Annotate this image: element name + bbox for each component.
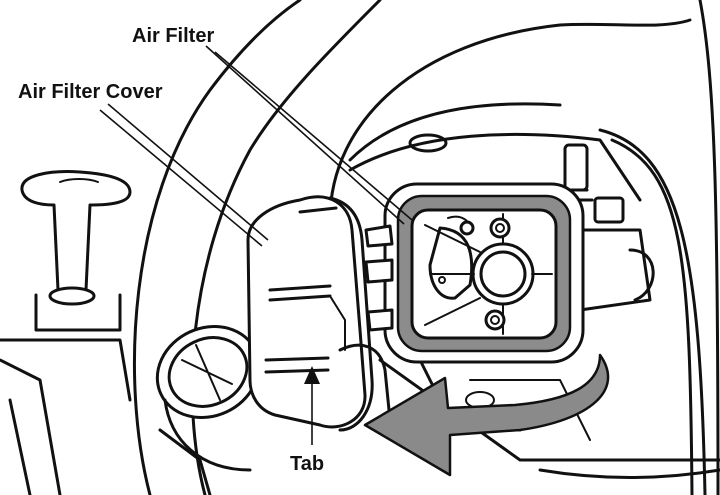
air-filter-assembly [364,182,585,364]
air-filter-cover-leader-2 [107,103,269,241]
air-filter-cover-leader [99,109,263,247]
air-filter-leader-2 [214,51,413,221]
fuel-cap [155,324,261,495]
removal-direction-arrow [363,353,610,477]
label-tab: Tab [290,453,324,475]
tab-leader-arrowhead [304,366,320,384]
air-filter-cover-drawing [246,195,392,432]
leader-lines [99,45,413,445]
starter-handle [0,170,132,495]
air-filter-leader [205,45,405,225]
label-air-filter: Air Filter [132,25,214,47]
label-air-filter-cover: Air Filter Cover [18,81,163,103]
